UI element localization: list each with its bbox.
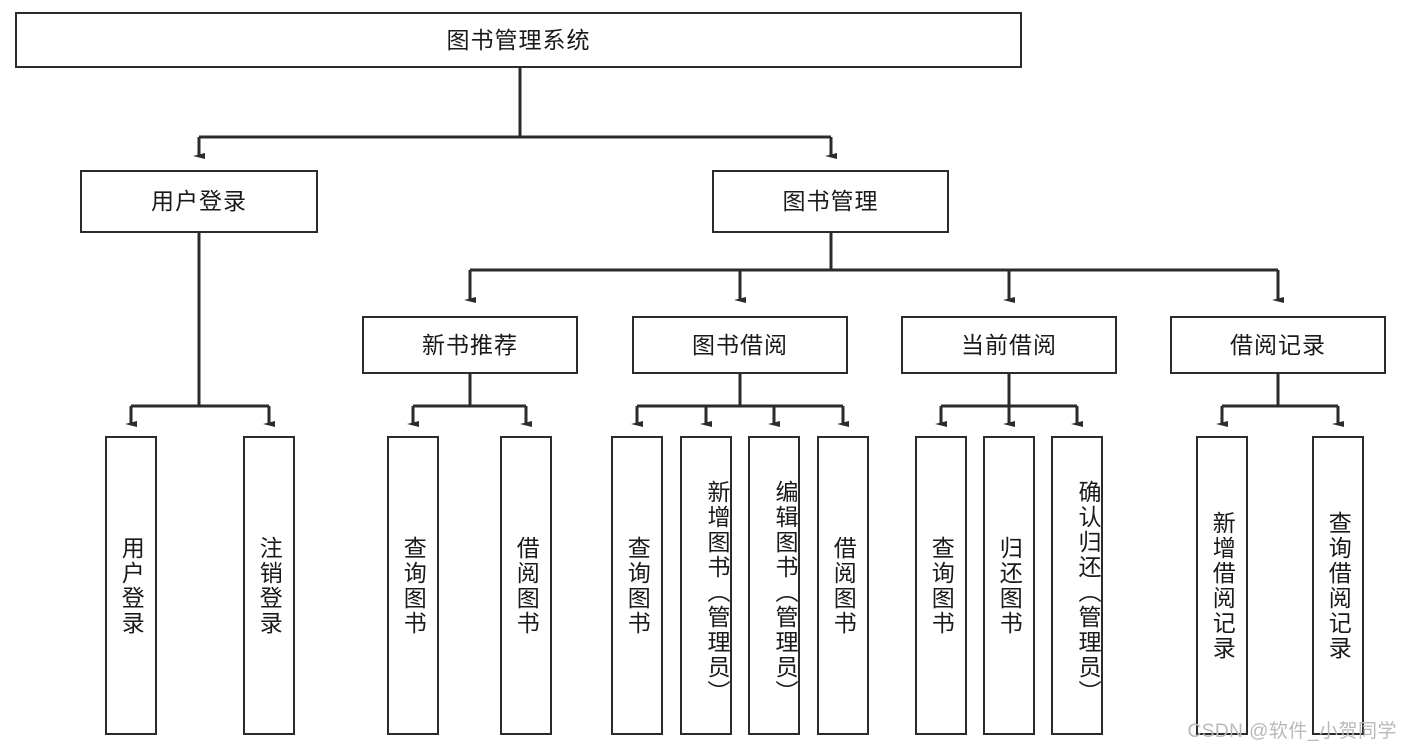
node-label: 借阅图书 xyxy=(830,535,857,636)
node-label: 归还图书 xyxy=(996,535,1023,636)
node-label: 查询图书 xyxy=(400,535,427,636)
leaf-recommend-borrow-book[interactable]: 借阅图书 xyxy=(500,436,552,735)
node-label: 图书管理系统 xyxy=(446,26,591,53)
node-label: 新增借阅记录 xyxy=(1209,510,1236,661)
node-borrow-record[interactable]: 借阅记录 xyxy=(1170,316,1386,374)
node-current-borrow[interactable]: 当前借阅 xyxy=(901,316,1117,374)
leaf-borrow-edit-book-admin[interactable]: 编辑图书（管理员） xyxy=(748,436,800,735)
node-book-borrow[interactable]: 图书借阅 xyxy=(632,316,848,374)
node-label: 查询图书 xyxy=(624,535,651,636)
node-label: 用户登录 xyxy=(118,535,145,636)
leaf-current-return-book[interactable]: 归还图书 xyxy=(983,436,1035,735)
node-book-management[interactable]: 图书管理 xyxy=(712,170,949,233)
node-label: 查询图书 xyxy=(928,535,955,636)
node-label: 图书管理 xyxy=(782,188,879,215)
node-label: 图书借阅 xyxy=(692,331,788,358)
leaf-borrow-add-book-admin[interactable]: 新增图书（管理员） xyxy=(680,436,732,735)
leaf-record-add-record[interactable]: 新增借阅记录 xyxy=(1196,436,1248,735)
leaf-recommend-query-book[interactable]: 查询图书 xyxy=(387,436,439,735)
leaf-current-confirm-return-admin[interactable]: 确认归还（管理员） xyxy=(1051,436,1103,735)
node-label: 新增图书（管理员） xyxy=(704,480,730,705)
leaf-user-login-logout[interactable]: 注销登录 xyxy=(243,436,295,735)
leaf-current-query-book[interactable]: 查询图书 xyxy=(915,436,967,735)
leaf-borrow-query-book[interactable]: 查询图书 xyxy=(611,436,663,735)
leaf-borrow-borrow-book[interactable]: 借阅图书 xyxy=(817,436,869,735)
node-label: 借阅记录 xyxy=(1230,331,1326,358)
node-label: 新书推荐 xyxy=(422,331,518,358)
node-label: 用户登录 xyxy=(151,188,247,215)
node-root-system[interactable]: 图书管理系统 xyxy=(15,12,1022,68)
node-label: 借阅图书 xyxy=(513,535,540,636)
node-new-book-recommend[interactable]: 新书推荐 xyxy=(362,316,578,374)
node-label: 当前借阅 xyxy=(961,331,1057,358)
leaf-record-query-record[interactable]: 查询借阅记录 xyxy=(1312,436,1364,735)
watermark-text: CSDN @软件_小贺同学 xyxy=(1187,721,1397,742)
node-label: 确认归还（管理员） xyxy=(1075,480,1101,705)
node-label: 查询借阅记录 xyxy=(1325,510,1352,661)
node-label: 编辑图书（管理员） xyxy=(772,480,798,705)
node-label: 注销登录 xyxy=(256,535,283,636)
leaf-user-login-login[interactable]: 用户登录 xyxy=(105,436,157,735)
node-user-login[interactable]: 用户登录 xyxy=(80,170,318,233)
